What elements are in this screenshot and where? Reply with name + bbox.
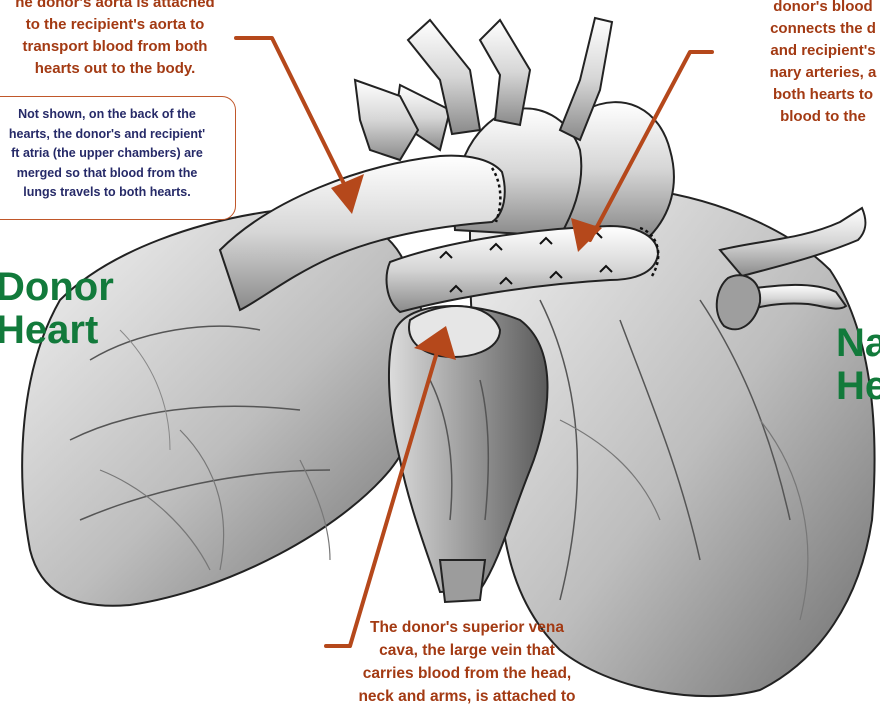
back-note-line: ft atria (the upper chambers) are — [0, 144, 235, 164]
vena-cava-caption-line: carries blood from the head, — [322, 662, 612, 685]
vena-cava-caption: The donor's superior vena cava, the larg… — [322, 616, 612, 708]
back-note-line: merged so that blood from the — [0, 164, 235, 184]
native-heart-label: Na He — [836, 322, 880, 408]
aorta-leader-line — [236, 38, 352, 200]
vena-cava-caption-line: cava, the large vein that — [322, 639, 612, 662]
back-note-line: hearts, the donor's and recipient' — [0, 125, 235, 145]
vena-cava-caption-line: neck and arms, is attached to — [322, 685, 612, 708]
pulmonary-artery-caption: donor's blood connects the d and recipie… — [728, 0, 880, 128]
atrium-stub-drawing — [440, 560, 485, 602]
pulmonary-caption-line: donor's blood — [728, 0, 880, 18]
back-note-line: lungs travels to both hearts. — [0, 183, 235, 203]
donor-heart-label-line: Donor — [0, 266, 114, 309]
aorta-caption-line: hearts out to the body. — [0, 58, 250, 80]
native-heart-label-line: He — [836, 365, 880, 408]
back-note-line: Not shown, on the back of the — [0, 105, 235, 125]
native-heart-label-line: Na — [836, 322, 880, 365]
donor-heart-label: Donor Heart — [0, 266, 114, 352]
aorta-caption: he donor's aorta is attached to the reci… — [0, 0, 250, 80]
aorta-caption-line: to the recipient's aorta to — [0, 14, 250, 36]
pulmonary-caption-line: and recipient's — [728, 40, 880, 62]
back-note-box: Not shown, on the back of the hearts, th… — [0, 96, 236, 220]
pulmonary-caption-line: blood to the — [728, 106, 880, 128]
aorta-caption-line: he donor's aorta is attached — [0, 0, 250, 14]
vena-cava-caption-line: The donor's superior vena — [322, 616, 612, 639]
pulmonary-caption-line: both hearts to — [728, 84, 880, 106]
pulmonary-caption-line: nary arteries, a — [728, 62, 880, 84]
pulmonary-caption-line: connects the d — [728, 18, 880, 40]
donor-heart-label-line: Heart — [0, 309, 114, 352]
aorta-caption-line: transport blood from both — [0, 36, 250, 58]
